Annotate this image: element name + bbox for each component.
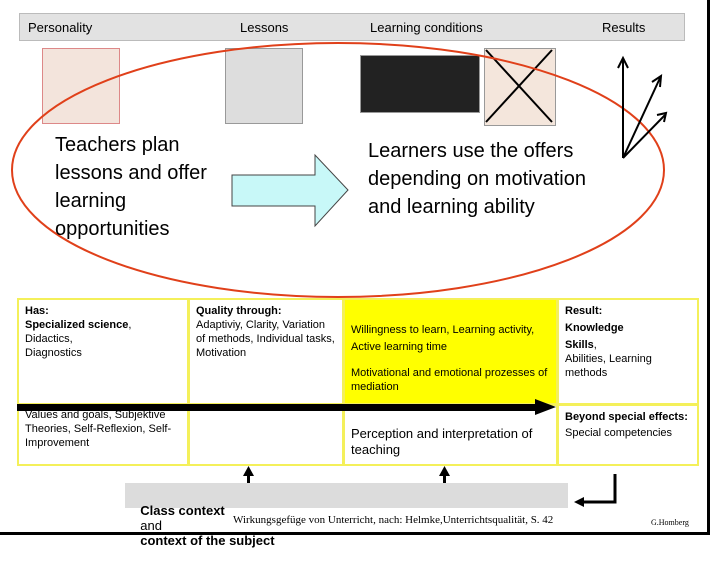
context-and: and	[140, 518, 162, 533]
result-label: Result:	[565, 305, 603, 317]
has-didactics: Didactics,	[25, 333, 73, 345]
has-specialized: Specialized science	[25, 319, 129, 331]
cross-line	[485, 49, 553, 123]
learners-text: Learners use the offers depending on mot…	[368, 140, 586, 218]
learning-text: Willingness to learn, Learning activity,…	[351, 324, 535, 353]
teachers-text: Teachers plan lessons and offer learning…	[55, 134, 207, 240]
header-learning-conditions: Learning conditions	[370, 20, 483, 35]
return-arrow-icon	[574, 474, 617, 507]
cell-quality: Quality through: Adaptiviy, Clarity, Var…	[188, 298, 344, 405]
right-arrow-shape	[231, 153, 349, 228]
source-citation: Wirkungsgefüge von Unterricht, nach: Hel…	[233, 514, 554, 526]
mediation-text: Motivational and emotional prozesses of …	[351, 367, 548, 393]
quality-label: Quality through:	[196, 305, 282, 317]
result-skills: Skills	[565, 339, 594, 351]
context-bar: Class context and context of the subject	[125, 483, 568, 548]
learners-image	[360, 55, 480, 113]
perception-text: Perception and interpretation of teachin…	[351, 426, 533, 457]
cell-result: Result: Knowledge Skills, Abilities, Lea…	[557, 298, 699, 405]
header-lessons: Lessons	[240, 20, 289, 35]
cell-empty	[188, 404, 344, 466]
cell-has: Has: Specialized science, Didactics, Dia…	[17, 298, 189, 405]
results-arrows-icon	[617, 55, 668, 159]
teacher-portrait-image	[42, 48, 120, 124]
up-arrow-icon	[439, 466, 450, 490]
beyond-text: Special competencies	[565, 427, 673, 439]
result-rest: Abilities, Learning methods	[565, 353, 652, 379]
red-ellipse	[11, 42, 665, 298]
up-arrow-icon	[243, 466, 254, 490]
has-diagnostics: Diagnostics	[25, 347, 82, 359]
diagram-shapes	[11, 42, 668, 507]
beyond-label: Beyond special effects:	[565, 411, 688, 423]
quality-text: Adaptiviy, Clarity, Variation of methods…	[196, 319, 335, 359]
author-credit: G.Homberg	[651, 518, 689, 527]
cell-perception: Perception and interpretation of teachin…	[343, 404, 558, 466]
header-results: Results	[602, 20, 646, 35]
cell-values: Values and goals, Subjektive Theories, S…	[17, 404, 189, 466]
values-text: Values and goals, Subjektive Theories, S…	[25, 409, 172, 449]
header-personality: Personality	[28, 20, 93, 35]
has-label: Has:	[25, 305, 49, 317]
cell-learning: Willingness to learn, Learning activity,…	[343, 298, 558, 405]
context-class: Class context	[140, 503, 225, 518]
lesson-cartoon-image	[225, 48, 303, 124]
context-subject: context of the subject	[140, 533, 275, 548]
header-bar: Personality Lessons Learning conditions …	[19, 13, 685, 41]
cell-beyond: Beyond special effects: Special competen…	[557, 404, 699, 466]
result-knowledge: Knowledge	[565, 322, 624, 334]
slide-frame	[0, 0, 710, 535]
